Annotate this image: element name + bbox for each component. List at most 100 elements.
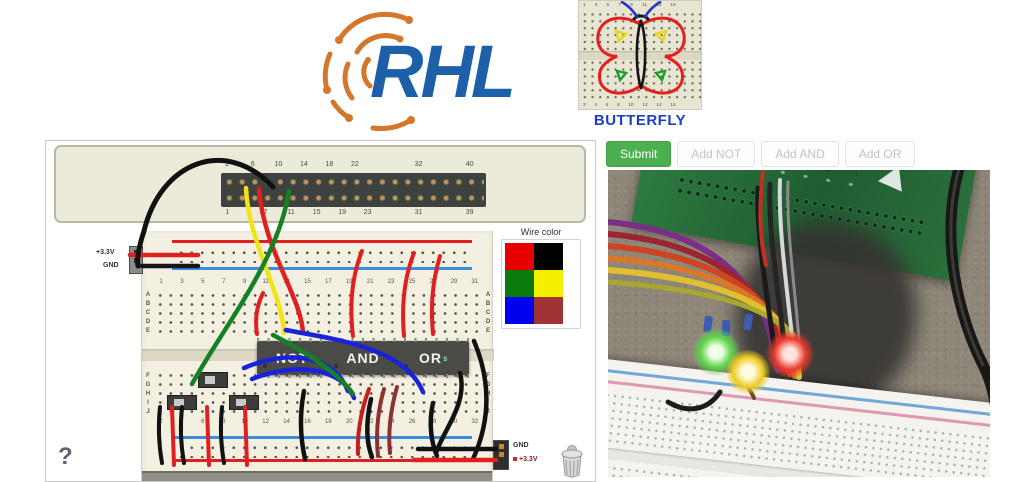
toggle-switch-2[interactable]	[167, 395, 197, 410]
legend-swatch	[505, 297, 534, 324]
label: H	[145, 391, 151, 397]
not-chip[interactable]: NOT	[257, 341, 328, 375]
label: 13	[283, 279, 290, 285]
label: 9	[630, 2, 633, 8]
label: 18	[325, 161, 334, 168]
hardware-webcam-photo	[608, 170, 990, 477]
legend-swatch	[505, 243, 534, 270]
label: 11	[641, 2, 647, 8]
butterfly-drawing-icon	[596, 1, 686, 95]
label: A	[145, 292, 151, 298]
label: 7	[263, 209, 268, 216]
grid-dots-top-half	[155, 291, 482, 336]
label: 22	[366, 419, 374, 425]
label: 15	[304, 279, 311, 285]
label: 23	[363, 209, 372, 216]
right-power-connector[interactable]	[493, 440, 509, 470]
label: 16	[670, 102, 676, 108]
label: 14	[299, 161, 308, 168]
label: F	[146, 373, 150, 379]
label: 30	[450, 419, 458, 425]
label: 10	[241, 419, 249, 425]
label: 19	[338, 209, 347, 216]
label: 19	[345, 279, 353, 285]
label: 6	[201, 419, 205, 425]
top-rail-dots	[174, 246, 470, 263]
label: E	[485, 328, 490, 334]
left-power-connector[interactable]	[129, 246, 143, 274]
label: B	[145, 301, 151, 307]
label: 10	[274, 161, 283, 168]
label: F	[486, 373, 490, 379]
label: 40	[465, 161, 474, 168]
label: C	[145, 310, 151, 316]
label: 12	[262, 419, 269, 425]
legend-swatch	[505, 270, 534, 297]
legend-swatch	[534, 297, 563, 324]
toggle-switch-1[interactable]	[198, 372, 228, 388]
add-not-button[interactable]: Add NOT	[677, 141, 756, 167]
add-or-button[interactable]: Add OR	[844, 141, 916, 167]
label: 11	[287, 209, 295, 216]
label: G	[145, 382, 151, 388]
label: 4	[180, 419, 184, 425]
label: 27	[429, 279, 437, 285]
label: 32	[414, 161, 423, 168]
label: 25	[408, 279, 416, 285]
label: 18	[325, 419, 332, 425]
label: 12	[642, 102, 648, 108]
center-channel	[142, 349, 260, 361]
top-ground-rail	[172, 267, 472, 270]
label: 32	[471, 419, 479, 425]
gpio-pins	[223, 174, 484, 206]
label: 15	[312, 209, 321, 216]
label: 1	[225, 209, 230, 216]
bottom-power-rail	[172, 459, 472, 462]
label: 15	[670, 2, 676, 8]
label: 3	[594, 2, 598, 8]
label: 21	[366, 279, 374, 285]
label: J	[146, 409, 150, 415]
label: 31	[414, 209, 423, 216]
add-and-button[interactable]: Add AND	[761, 141, 839, 167]
label: 1	[159, 279, 163, 285]
and-chip[interactable]: AND	[328, 341, 399, 375]
label: J	[486, 409, 490, 415]
submit-button[interactable]: Submit	[606, 141, 672, 167]
label: 6	[605, 102, 609, 108]
legend-swatch	[534, 243, 563, 270]
label: 22	[350, 161, 359, 168]
gpio-pin-header[interactable]	[221, 173, 486, 207]
label: A	[485, 292, 491, 298]
bottom-rail-dots	[174, 441, 470, 458]
trash-icon[interactable]	[551, 441, 593, 481]
wire-color-legend	[501, 239, 581, 329]
rhl-logo-arcs-icon: RHL	[322, 11, 516, 131]
label: 31	[471, 279, 479, 285]
bottom-ground-rail	[172, 436, 472, 439]
yellow-led	[726, 350, 770, 394]
label: 5	[201, 279, 205, 285]
wire-color-legend-title: Wire color	[520, 227, 562, 237]
left-connector-3v3-label: +3.3V	[96, 249, 115, 256]
label: 13	[655, 2, 662, 8]
help-icon[interactable]: ?	[58, 443, 73, 470]
toggle-switch-3[interactable]	[229, 395, 259, 410]
right-connector-gnd-label: GND	[513, 442, 529, 449]
label: 2	[583, 102, 586, 108]
label: 20	[345, 419, 353, 425]
